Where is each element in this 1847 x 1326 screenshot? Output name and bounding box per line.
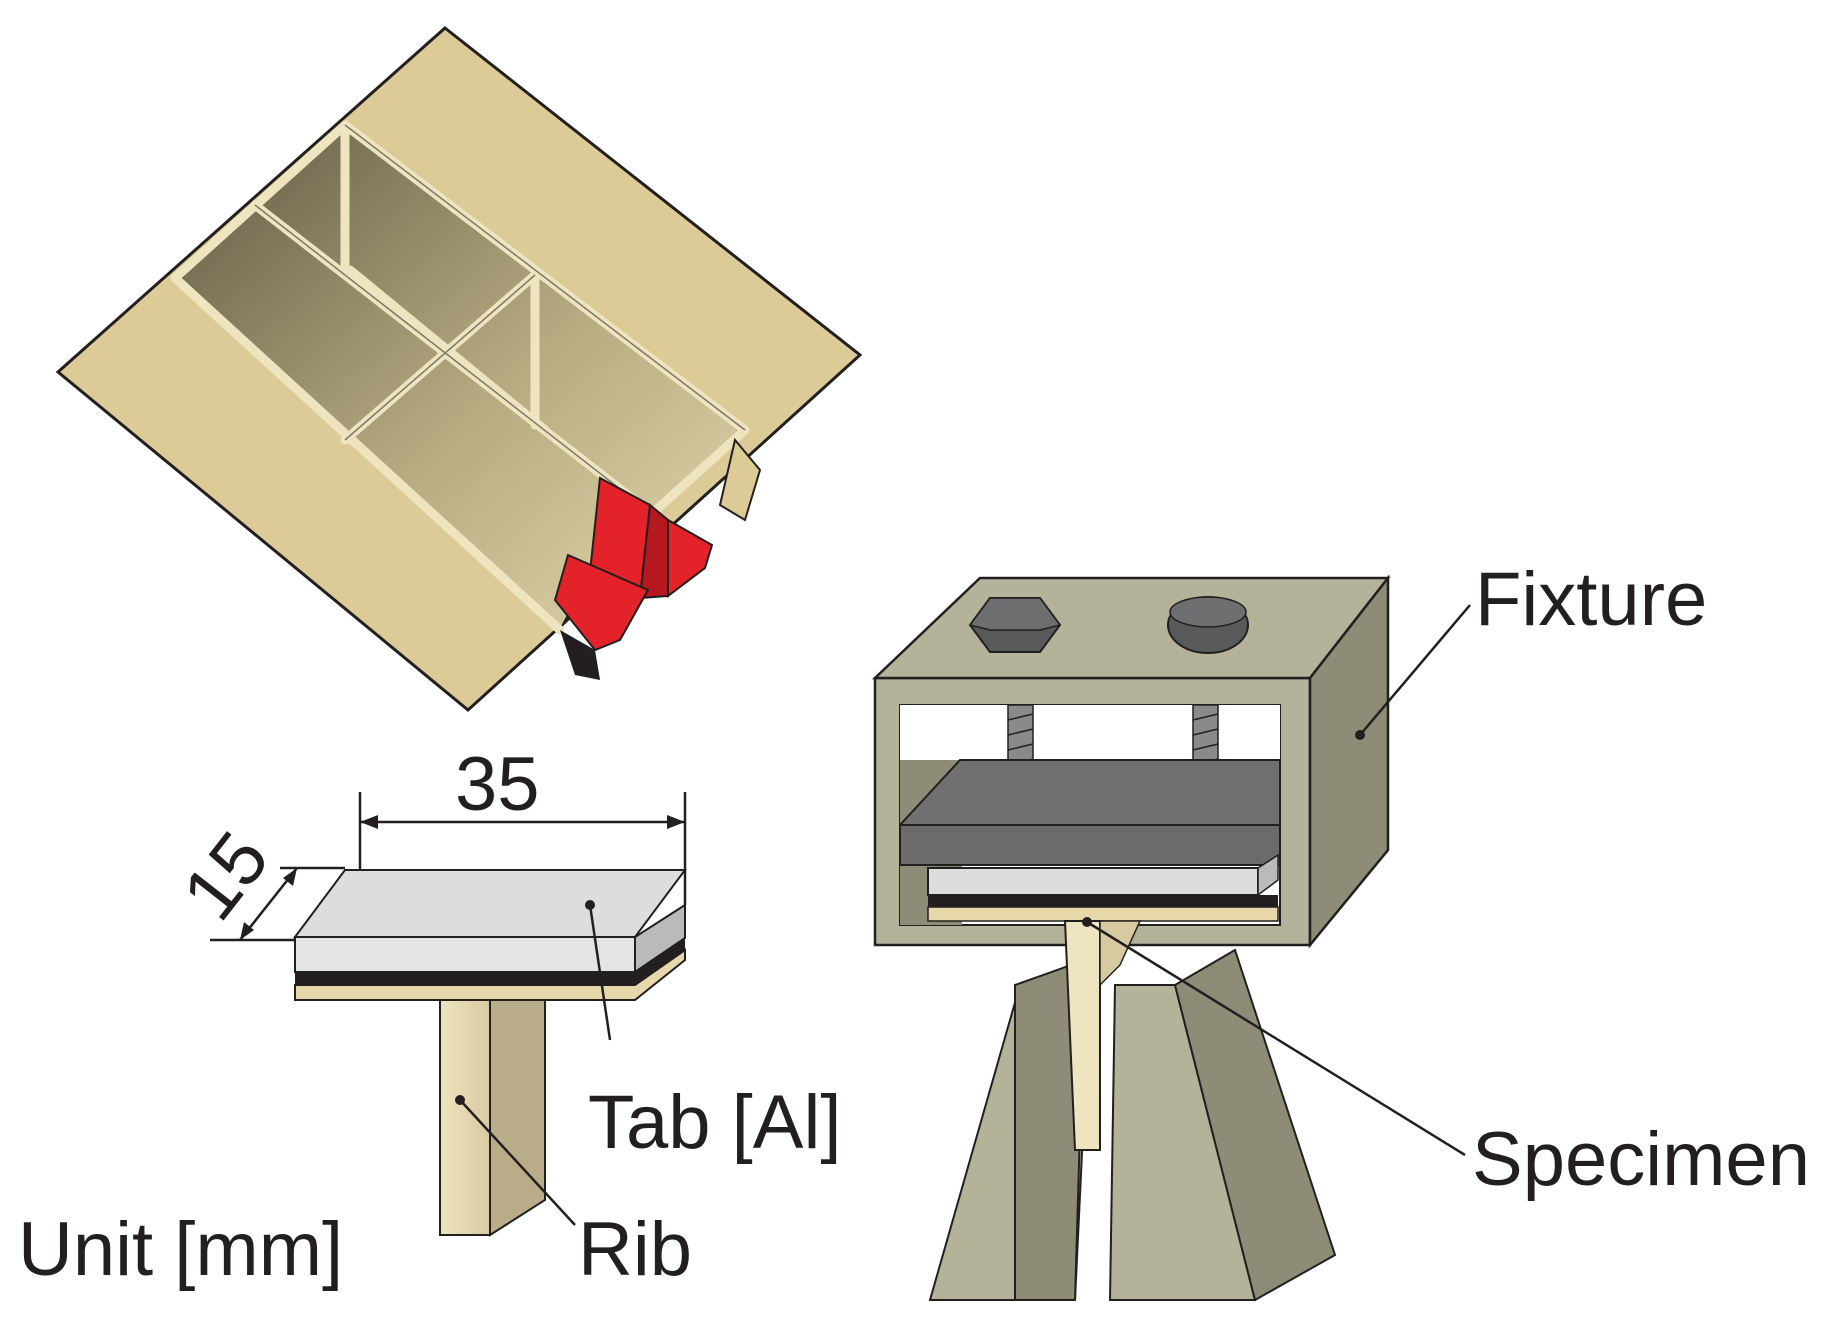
fixture-legs: [928, 948, 1337, 1302]
fixture-assembly: Fixture Specimen: [871, 557, 1810, 1302]
rib-leader: [459, 1099, 576, 1226]
unit-label: Unit [mm]: [18, 1207, 343, 1292]
specimen-rib: [439, 994, 491, 1236]
fixture-label: Fixture: [1475, 557, 1707, 642]
highlighted-specimen: [553, 476, 714, 652]
aluminum-tab: [294, 936, 636, 973]
bolt-left: [968, 597, 1062, 653]
adhesive-layer: [295, 938, 685, 985]
bolt-right: [1167, 596, 1249, 654]
stiffened-panel: [55, 26, 863, 712]
dimension-depth-label: 15: [166, 817, 285, 936]
rib-label: Rib: [578, 1207, 692, 1292]
tab-leader: [588, 904, 612, 1041]
fixture-aluminum-tab: [927, 867, 1259, 896]
fixture-leader: [1359, 604, 1471, 736]
dimension-width-label: 35: [455, 742, 540, 827]
fixture-adhesive: [928, 895, 1278, 907]
tab-label: Tab [Al]: [588, 1080, 841, 1165]
specimen-leader: [1086, 920, 1466, 1157]
specimen-label: Specimen: [1472, 1117, 1810, 1202]
dimension-35: [358, 792, 687, 905]
panel-notch: [560, 630, 600, 680]
specimen-detail: 35 15 Tab [Al] Rib Unit [mm]: [18, 742, 841, 1292]
fixture-box-top: [871, 576, 1391, 680]
fixture-box-side: [1308, 574, 1390, 949]
dimension-15: [210, 866, 345, 942]
